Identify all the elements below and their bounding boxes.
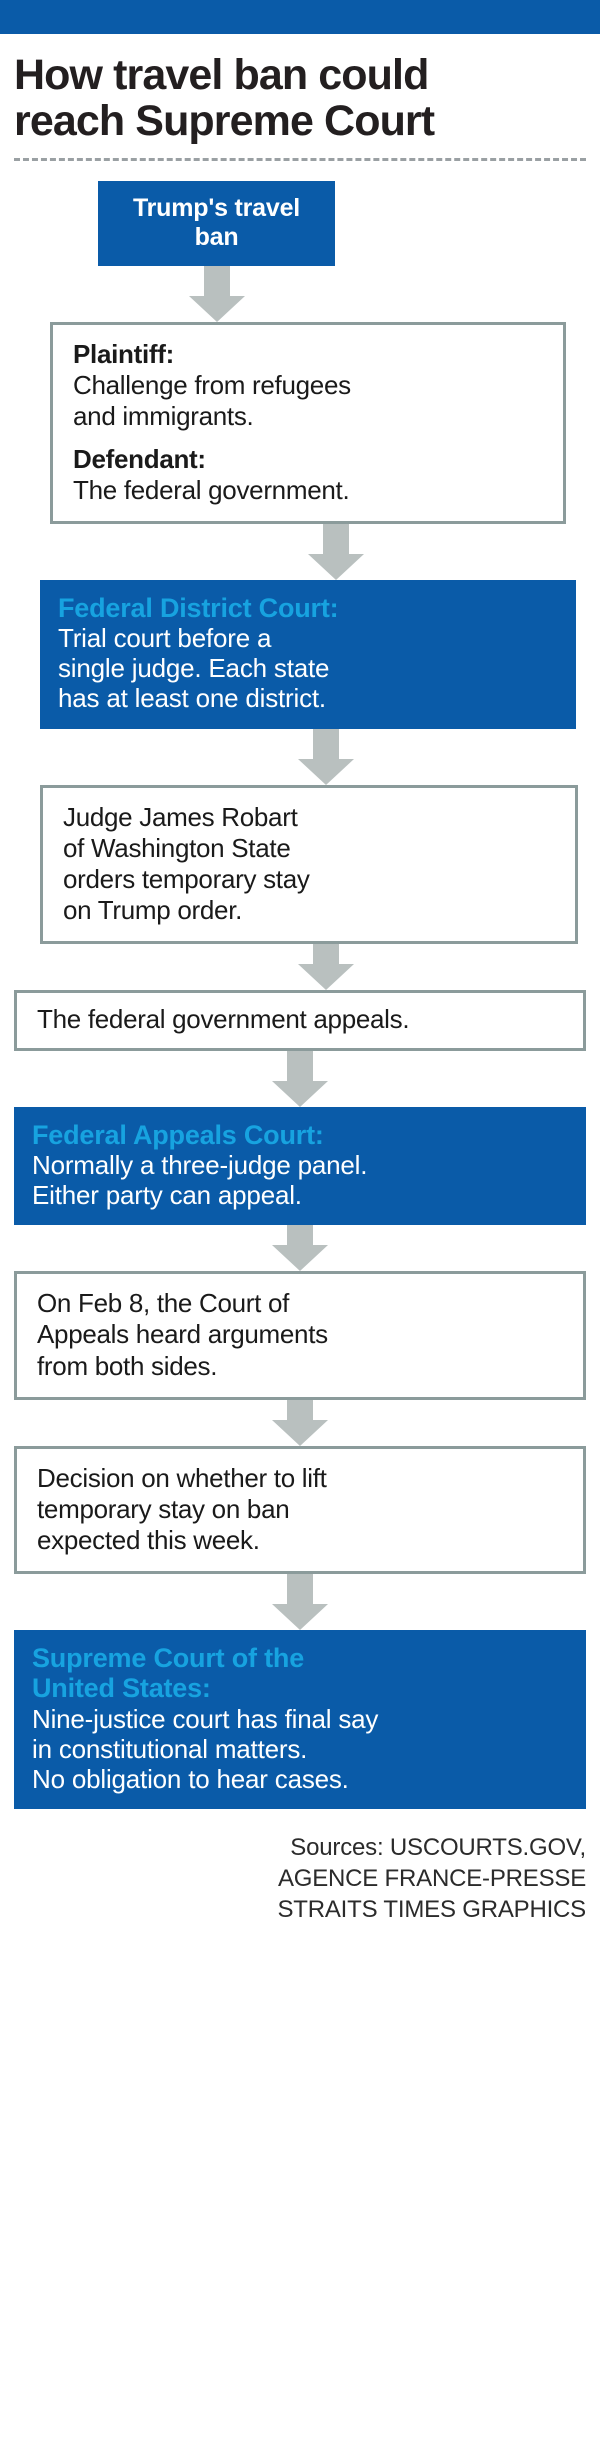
arrow-shaft (323, 523, 349, 558)
arrow-down-icon-2 (50, 523, 600, 580)
sources-line-2: AGENCE FRANCE-PRESSE (277, 1864, 586, 1892)
robart-line-1: Judge James Robart (63, 801, 298, 832)
flow-node-government-appeals: The federal government appeals. (14, 990, 586, 1051)
flow-node-travel-ban-label: Trump's travel ban (132, 194, 301, 251)
arrow-down-icon-3 (40, 728, 600, 785)
district-court-body-line-2: single judge. Each state (58, 653, 330, 684)
top-brand-bar (0, 0, 600, 34)
arrow-down-icon-7 (14, 1399, 586, 1446)
sources-line-3: STRAITS TIMES GRAPHICS (277, 1895, 586, 1923)
district-court-body-line-3: has at least one district. (58, 683, 326, 714)
hearing-line-1: On Feb 8, the Court of (37, 1288, 290, 1319)
robart-line-3: orders temporary stay (63, 864, 310, 895)
decision-line-1: Decision on whether to lift (37, 1462, 327, 1493)
arrow-head (272, 1080, 328, 1107)
decision-line-3: expected this week. (37, 1525, 260, 1556)
flowchart: Trump's travel ban Plaintiff: Challenge … (0, 181, 600, 1810)
arrow-down-icon-5 (14, 1050, 586, 1107)
hearing-line-2: Appeals heard arguments (37, 1319, 328, 1350)
arrow-head (298, 964, 354, 991)
arrow-down-icon-6 (14, 1225, 586, 1272)
decision-line-2: temporary stay on ban (37, 1493, 290, 1524)
plaintiff-text-line-2: and immigrants. (73, 401, 254, 432)
hearing-line-3: from both sides. (37, 1350, 218, 1381)
robart-line-2: of Washington State (63, 832, 291, 863)
appeals-court-kicker: Federal Appeals Court: (32, 1119, 324, 1150)
arrow-head (272, 1419, 328, 1446)
district-court-body-line-1: Trial court before a (58, 623, 272, 654)
flow-node-decision: Decision on whether to lift temporary st… (14, 1445, 586, 1575)
flow-node-travel-ban: Trump's travel ban (98, 181, 335, 266)
supreme-court-kicker-line-1: Supreme Court of the (32, 1643, 305, 1674)
appeals-filed-text: The federal government appeals. (37, 1004, 410, 1035)
arrow-down-icon-4 (40, 944, 600, 991)
arrow-shaft (287, 1574, 313, 1609)
arrow-head (308, 553, 364, 580)
page-title: How travel ban could reach Supreme Court (0, 34, 600, 144)
arrow-head (272, 1245, 328, 1272)
defendant-text: The federal government. (73, 474, 350, 505)
flow-node-district-court: Federal District Court: Trial court befo… (40, 579, 576, 729)
arrow-head (188, 296, 245, 322)
supreme-court-body-line-3: No obligation to hear cases. (32, 1764, 349, 1795)
sources-credit: Sources: USCOURTS.GOV, AGENCE FRANCE-PRE… (14, 1833, 586, 1925)
sources-line-1: Sources: USCOURTS.GOV, (290, 1834, 586, 1862)
headline-line-1: How travel ban could (14, 51, 429, 99)
arrow-head (298, 758, 354, 785)
spacer (73, 433, 543, 444)
defendant-label: Defendant: (73, 443, 206, 474)
supreme-court-body-line-1: Nine-justice court has final say (32, 1703, 379, 1734)
flow-node-hearing: On Feb 8, the Court of Appeals heard arg… (14, 1271, 586, 1400)
arrow-head (272, 1604, 328, 1631)
appeals-court-body-line-2: Either party can appeal. (32, 1179, 302, 1210)
arrow-shaft (313, 728, 339, 763)
plaintiff-text-line-1: Challenge from refugees (73, 370, 351, 401)
flow-node-parties: Plaintiff: Challenge from refugees and i… (50, 322, 566, 524)
flow-node-robart-order: Judge James Robart of Washington State o… (40, 784, 578, 945)
robart-line-4: on Trump order. (63, 895, 243, 926)
supreme-court-kicker-line-2: United States: (32, 1673, 211, 1704)
arrow-shaft (287, 1050, 313, 1085)
flow-node-appeals-court: Federal Appeals Court: Normally a three-… (14, 1106, 586, 1226)
plaintiff-label: Plaintiff: (73, 339, 174, 369)
appeals-court-body-line-1: Normally a three-judge panel. (32, 1149, 368, 1180)
arrow-shaft (203, 266, 230, 300)
arrow-down-icon-8 (14, 1574, 586, 1631)
district-court-kicker: Federal District Court: (58, 592, 339, 623)
header-divider (14, 158, 586, 161)
supreme-court-body-line-2: in constitutional matters. (32, 1733, 308, 1764)
headline-line-2: reach Supreme Court (14, 97, 435, 145)
arrow-down-icon-1 (98, 266, 335, 322)
flow-node-supreme-court: Supreme Court of the United States: Nine… (14, 1630, 586, 1810)
